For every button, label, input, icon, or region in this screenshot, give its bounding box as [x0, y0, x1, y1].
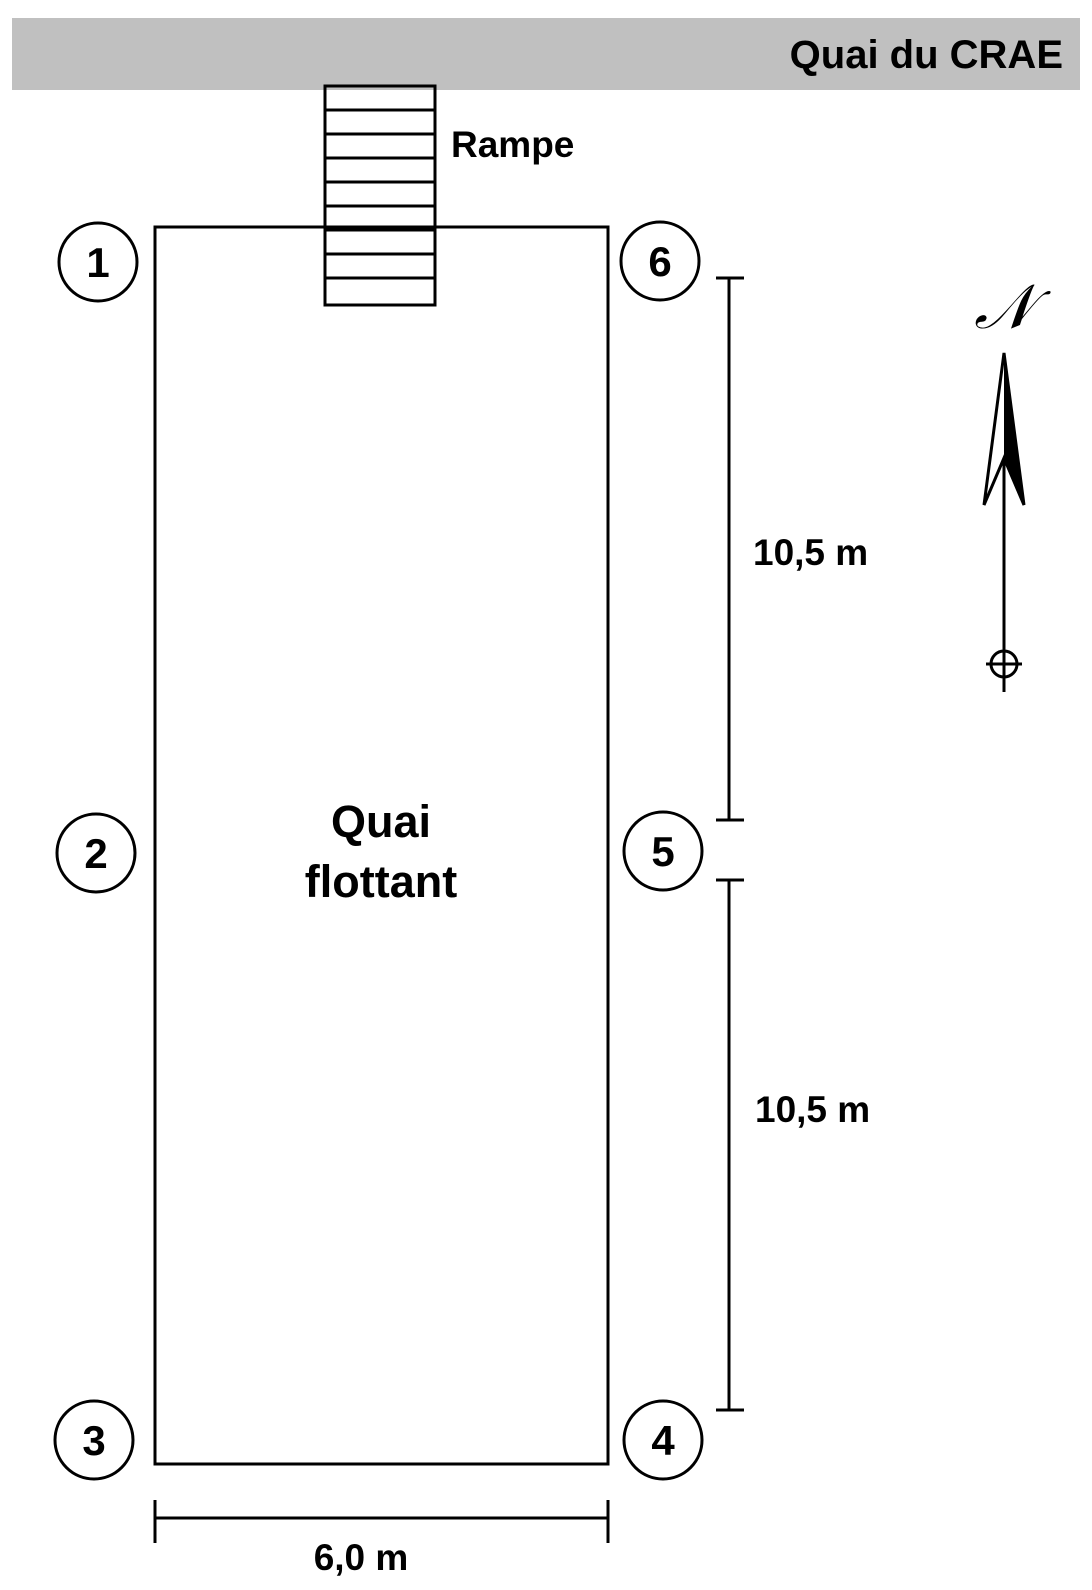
dimension-lower-right-label: 10,5 m — [755, 1089, 870, 1130]
svg-text:3: 3 — [82, 1417, 105, 1464]
dimension-bottom-label: 6,0 m — [314, 1537, 409, 1578]
svg-text:2: 2 — [84, 830, 107, 877]
dimension-upper-right-label: 10,5 m — [753, 532, 868, 573]
anchor-point-2: 2 — [55, 812, 137, 894]
svg-text:1: 1 — [86, 239, 109, 286]
anchor-point-5: 5 — [622, 810, 704, 892]
dock-label-line2: flottant — [305, 856, 457, 907]
dimension-bottom — [153, 1500, 610, 1543]
svg-text:6: 6 — [648, 238, 671, 285]
dimension-upper-right — [716, 276, 744, 822]
anchor-point-3: 3 — [53, 1399, 135, 1481]
north-label: 𝒩 — [974, 270, 1051, 343]
north-arrow-icon: 𝒩 — [974, 270, 1051, 692]
svg-text:4: 4 — [651, 1417, 675, 1464]
dimension-lower-right — [716, 878, 744, 1412]
ramp-label: Rampe — [451, 124, 574, 165]
ramp — [323, 84, 437, 307]
shore-label: Quai du CRAE — [790, 33, 1063, 77]
floating-dock — [153, 225, 610, 1466]
dock-label-line1: Quai — [331, 796, 431, 847]
shore-band — [12, 18, 1080, 90]
anchor-point-4: 4 — [622, 1399, 704, 1481]
svg-text:5: 5 — [651, 828, 674, 875]
anchor-point-6: 6 — [619, 220, 701, 302]
anchor-point-1: 1 — [57, 221, 139, 303]
